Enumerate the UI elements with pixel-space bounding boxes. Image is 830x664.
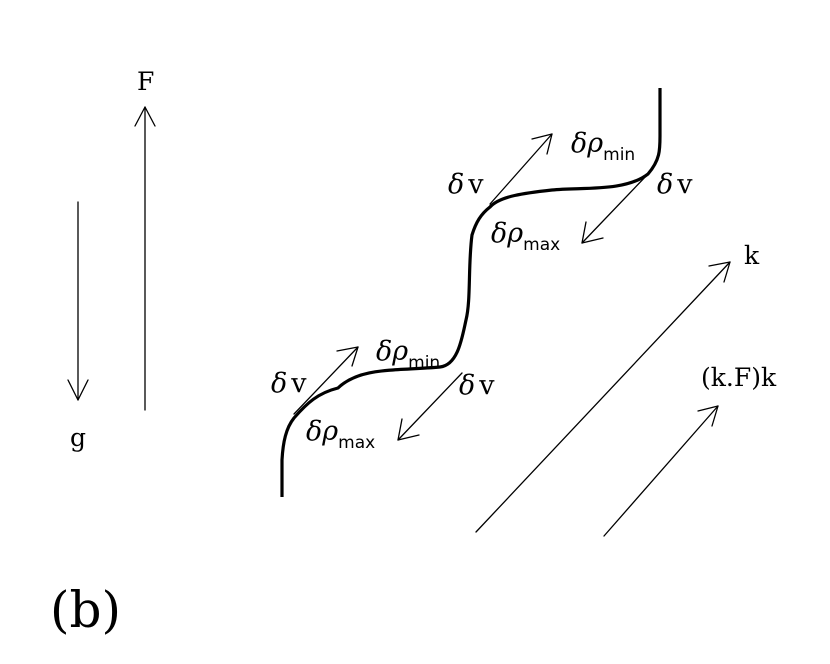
velocity-arrow-lower-left: [293, 346, 359, 415]
velocity-arrow-upper-right: [581, 173, 649, 244]
density-max-label-upper: δρmax: [491, 218, 560, 255]
gravity-arrow: [67, 201, 89, 401]
force-label: F: [137, 67, 154, 96]
velocity-arrow-upper-left: [489, 133, 553, 205]
density-min-label-lower: δρmin: [376, 336, 440, 373]
density-min-label-upper: δρmin: [571, 128, 635, 165]
panel-label: (b): [50, 581, 121, 639]
projection-arrow: [603, 405, 719, 537]
velocity-arrow-lower-right: [397, 372, 463, 441]
projection-label: (k.F)k: [701, 363, 777, 392]
density-max-label-lower: δρmax: [306, 416, 375, 453]
force-arrow: [134, 106, 156, 411]
gravity-label: g: [70, 423, 86, 452]
wave-vector-arrow: [475, 261, 731, 533]
interface-curve: [280, 88, 662, 497]
wave-vector-label: k: [744, 241, 760, 270]
